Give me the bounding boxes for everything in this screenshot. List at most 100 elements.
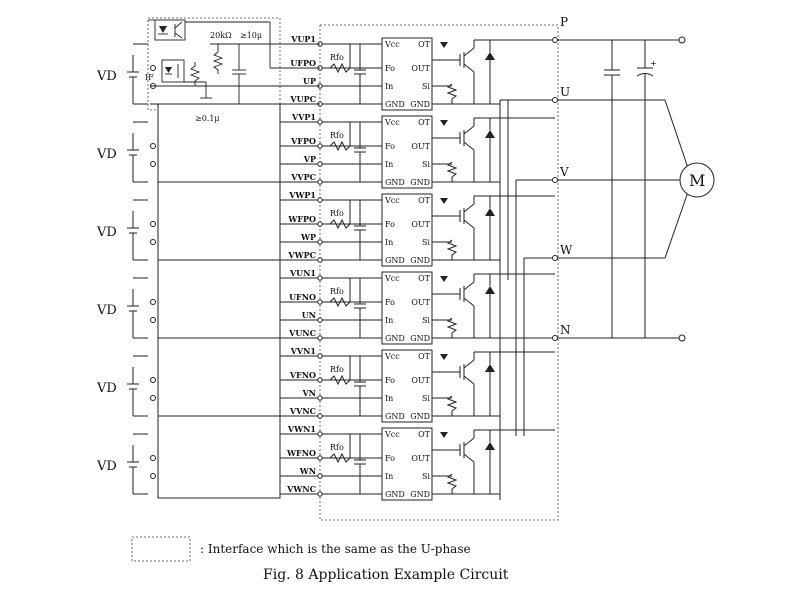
module-pin [317,239,323,245]
ic-pin-label: GND [385,100,405,109]
motor [679,162,715,198]
supply-label: VD [96,225,117,240]
output-terminal [552,97,558,103]
ic-pin-label: GND [385,412,405,421]
ic-pin-label: GND [385,178,405,187]
ic-pin-label: Vcc [384,352,400,361]
legend-box [131,536,191,562]
module-pin [317,377,323,383]
signal-label: WFNO [286,448,316,458]
ic-pin-label: Vcc [384,430,400,439]
module-pin [317,395,323,401]
sense-resistor [446,473,458,490]
input-terminal [150,221,156,227]
module-pin [317,221,323,227]
input-terminal [150,299,156,305]
ic-pin-label: Si [422,316,430,325]
ic-pin-label: OUT [411,298,430,307]
signal-label: VUNC [288,328,316,338]
output-terminal [552,255,558,261]
module-pin [317,353,323,359]
interface-box [157,337,281,421]
driver-ic [381,193,433,267]
led-icon [159,26,167,33]
module-pin [317,275,323,281]
rfo-label: Rfo [330,287,344,296]
diode-icon [485,208,495,216]
ic-pin-label: In [385,238,393,247]
supply-label: VD [96,459,117,474]
signal-label: VVN1 [290,346,316,356]
ic-pin-label: In [385,160,393,169]
led-icon [165,67,172,73]
power-stage: + M [555,36,715,342]
ic-pin-label: Fo [385,64,395,73]
ic-pin-label: Fo [385,376,395,385]
diode-icon [440,120,448,126]
driver-ic [381,427,433,501]
signal-label: VWP1 [288,190,316,200]
ic-pin-label: Si [422,394,430,403]
n-terminal-right [678,334,686,342]
signal-label: VWNC [286,484,316,494]
rfo-label: Rfo [330,53,344,62]
sense-resistor [446,317,458,334]
ic-pin-label: Vcc [384,196,400,205]
ic-pin-label: Fo [385,454,395,463]
figure-caption: Fig. 8 Application Example Circuit [263,567,509,583]
output-label: P [560,15,568,29]
ic-pin-label: In [385,394,393,403]
module-pin [317,179,323,185]
interface-box [157,103,281,187]
module-pin [317,491,323,497]
input-terminal [150,239,156,245]
signal-label: WP [300,232,316,242]
input-terminal [150,473,156,479]
ic-pin-label: In [385,472,393,481]
module-pin [317,143,323,149]
input-terminal [150,455,156,461]
signal-label: VUP1 [290,34,316,44]
module-boundary [319,24,559,521]
diode-icon [485,52,495,60]
driver-ic [381,37,433,111]
pullup-label: 20kΩ [210,31,232,40]
motor-label: M [689,171,705,190]
module-pin [317,455,323,461]
module-pin [317,473,323,479]
rfo-label: Rfo [330,365,344,374]
input-terminal [150,377,156,383]
phase-blocks: VDVUP1UFPOUPVUPCRfoVccFoInGNDOTOUTSiGNDV… [96,17,555,501]
signal-label: VFPO [290,136,316,146]
interface-box [157,259,281,343]
signal-label: UP [303,76,316,86]
ic-pin-label: Vcc [384,118,400,127]
rfo-label: Rfo [330,443,344,452]
sense-resistor [446,161,458,178]
legend-text: : Interface which is the same as the U-p… [200,542,471,556]
ic-pin-label: OT [418,40,431,49]
diode-icon [485,130,495,138]
rfo-resistor [329,62,351,74]
rfo-resistor [329,452,351,464]
led-current-label: IF [145,73,154,82]
sense-resistor [446,83,458,100]
diode-icon [485,442,495,450]
signal-label: VUN1 [289,268,316,278]
ic-pin-label: OT [418,352,431,361]
module-pin [317,413,323,419]
supply-label: VD [96,69,117,84]
output-terminal [552,37,558,43]
output-label: N [560,323,571,337]
output-terminal [552,177,558,183]
ic-pin-label: Fo [385,142,395,151]
svg-text:+: + [650,59,657,68]
ic-pin-label: GND [410,100,430,109]
